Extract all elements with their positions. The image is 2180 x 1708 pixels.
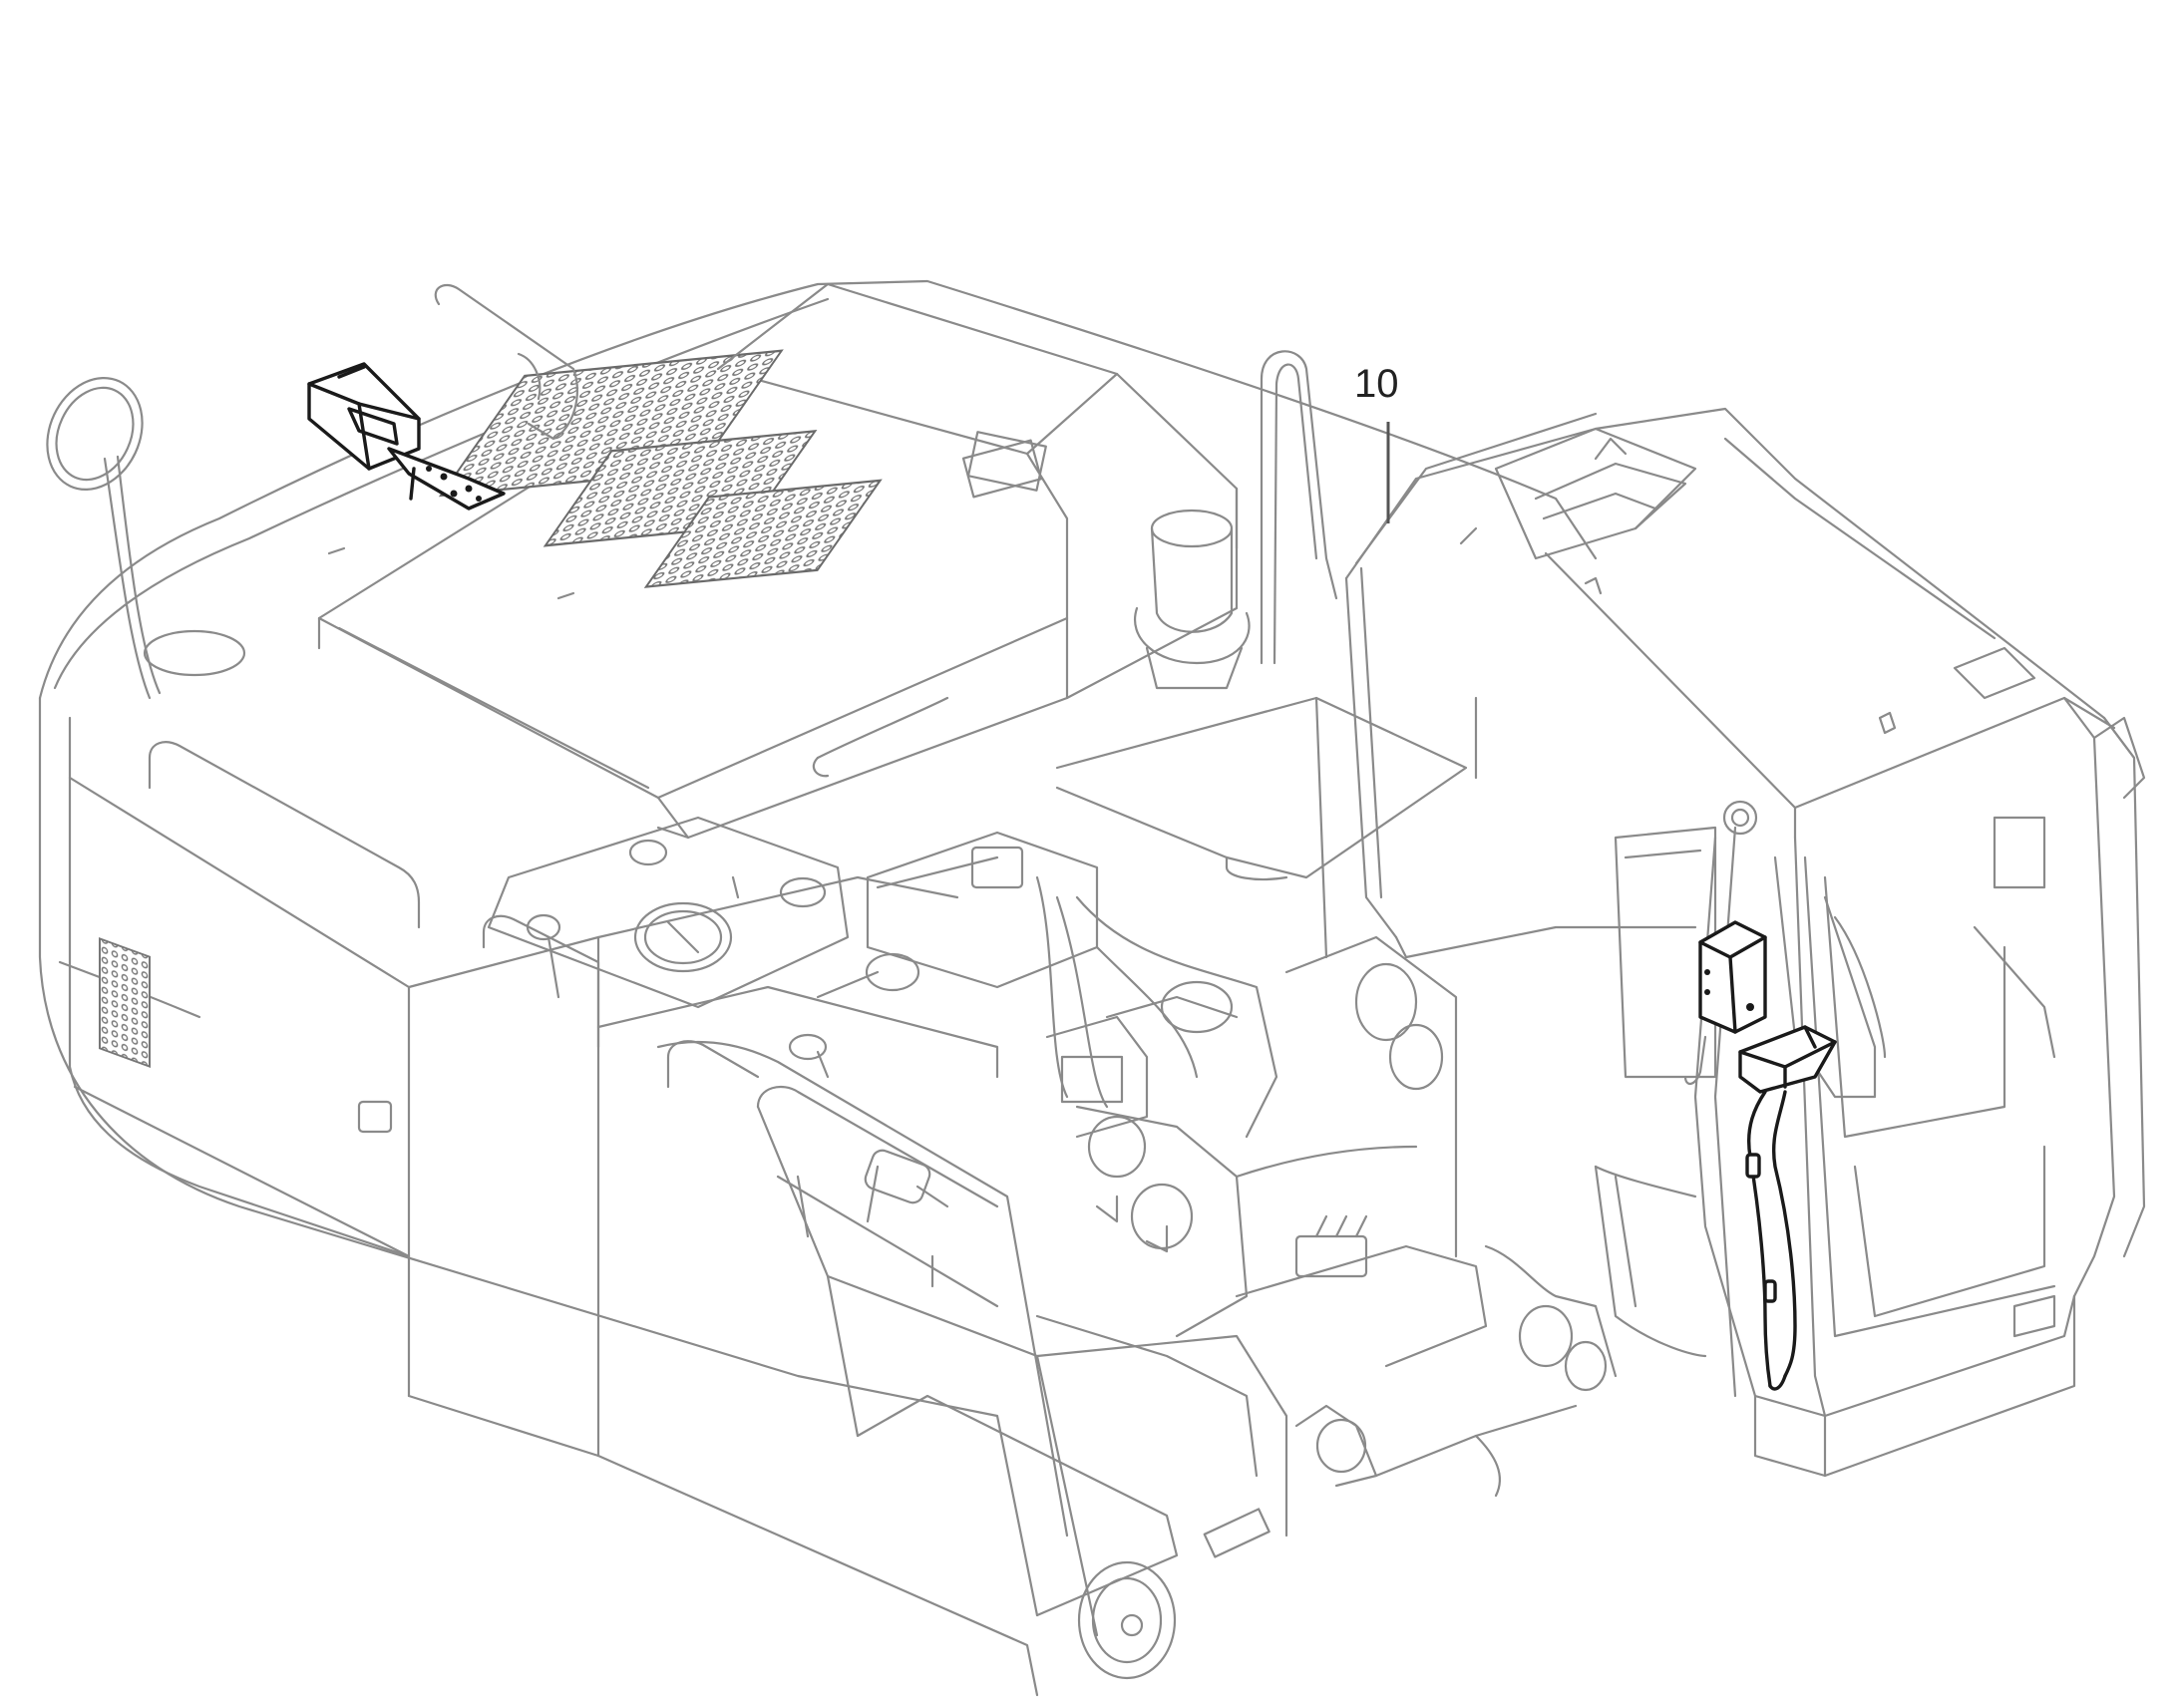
handrail-cab-side bbox=[1260, 350, 1338, 665]
exhaust-pipe bbox=[434, 283, 578, 441]
mounting-hook bbox=[1683, 1035, 1707, 1085]
air-cleaner bbox=[1134, 509, 1251, 690]
cab-side-panel bbox=[1614, 800, 1887, 1099]
control-valves bbox=[866, 831, 1278, 1139]
tank-top bbox=[487, 816, 920, 1079]
handrail-left-mid bbox=[482, 914, 600, 1049]
boom-pivot-frame bbox=[1075, 935, 1618, 1498]
counterweight bbox=[38, 279, 1598, 1697]
callout-10-label: 10 bbox=[1354, 362, 1399, 406]
side-badge bbox=[357, 1100, 393, 1134]
center-deck bbox=[1055, 696, 1478, 959]
highlighted-bracket bbox=[1738, 1025, 1837, 1094]
hood-rear-box bbox=[716, 282, 1239, 700]
callout-10: 10 bbox=[1354, 362, 1399, 523]
step-ladder bbox=[756, 1105, 1099, 1637]
rear-mirror bbox=[46, 376, 246, 700]
misc-details bbox=[327, 437, 1897, 735]
step-disc bbox=[1077, 1560, 1177, 1680]
engine-hood bbox=[317, 349, 1069, 840]
side-vent-grille bbox=[99, 937, 151, 1068]
front-tank bbox=[596, 985, 1259, 1617]
operator-cab bbox=[1344, 407, 2146, 1478]
highlighted-wire-harness bbox=[1745, 1090, 1797, 1391]
highlighted-control-unit bbox=[1698, 920, 1767, 1034]
highlighted-rear-camera bbox=[307, 362, 506, 511]
handrail-left-top bbox=[148, 741, 421, 929]
